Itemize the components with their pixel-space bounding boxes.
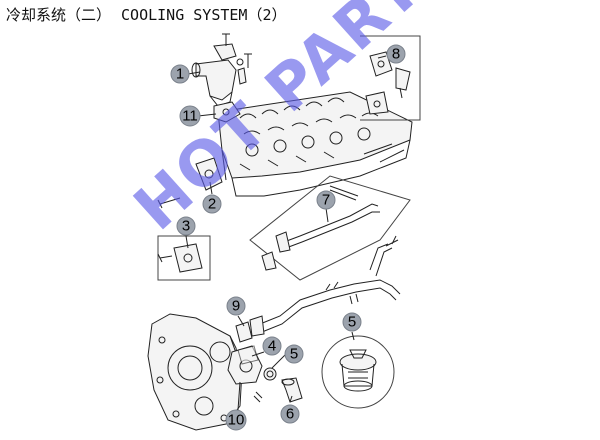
callout-label: 8 [392, 46, 400, 63]
callout-5-large: 5 [342, 312, 362, 332]
thermostat-cover-frame [360, 35, 421, 121]
callout-9: 9 [226, 296, 246, 316]
callout-6: 6 [280, 404, 300, 424]
callout-label: 7 [322, 192, 330, 209]
outlet-gasket [213, 101, 241, 123]
callout-2: 2 [202, 194, 222, 214]
leader-lines [185, 55, 387, 411]
callout-label: 4 [268, 338, 276, 355]
callout-3: 3 [176, 216, 196, 236]
water-pipe-assembly [249, 175, 411, 281]
callout-11: 11 [179, 105, 201, 127]
callout-label: 5 [290, 346, 298, 363]
water-outlet-elbow [191, 33, 252, 107]
small-bolt [253, 391, 263, 403]
callout-label: 1 [176, 66, 184, 83]
callout-label: 5 [348, 314, 356, 331]
side-gasket [157, 157, 223, 209]
callout-label: 11 [182, 108, 198, 125]
callout-4: 4 [262, 336, 282, 356]
callout-label: 9 [232, 298, 240, 315]
water-bypass-pipe [249, 235, 401, 337]
callout-5-small: 5 [284, 344, 304, 364]
callout-label: 3 [182, 218, 190, 235]
callout-label: 6 [286, 406, 294, 423]
title-chinese: 冷却系统（二） [6, 6, 112, 24]
callout-7: 7 [316, 190, 336, 210]
thermostat-small [263, 367, 277, 381]
callout-label: 2 [208, 196, 216, 213]
title-english: COOLING SYSTEM（2） [121, 6, 287, 24]
callout-1: 1 [170, 64, 190, 84]
callout-label: 10 [228, 412, 245, 429]
thermostat-detail [321, 335, 395, 409]
callout-8: 8 [386, 44, 406, 64]
callout-10: 10 [225, 409, 247, 431]
page-title: 冷却系统（二） COOLING SYSTEM（2） [6, 4, 286, 25]
water-inlet-elbow [281, 377, 303, 403]
cover-plate-frame [157, 235, 211, 281]
